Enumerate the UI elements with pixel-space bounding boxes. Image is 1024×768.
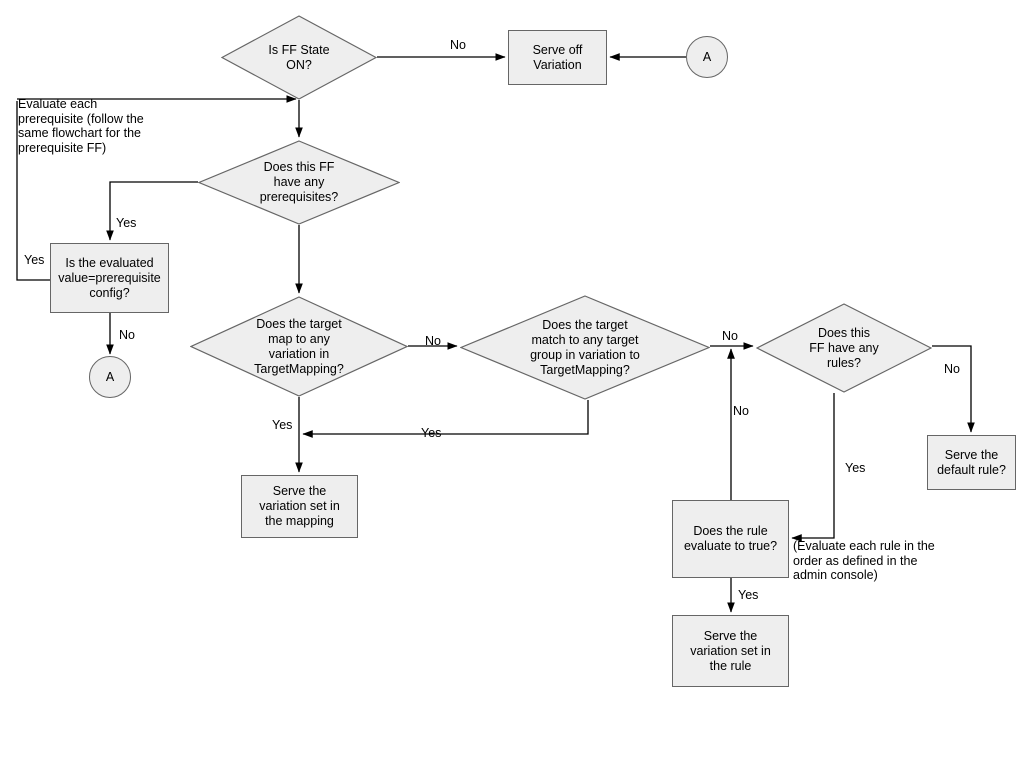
edge-label-evaluated-value-no: No bbox=[119, 328, 135, 342]
connector-a-top-label: A bbox=[702, 49, 712, 64]
note-prerequisite-evaluation: Evaluate each prerequisite (follow the s… bbox=[18, 97, 144, 155]
process-rule-evaluates-true[interactable]: Does the rule evaluate to true? bbox=[672, 500, 789, 578]
process-serve-variation-mapping-label: Serve the variation set in the mapping bbox=[259, 484, 340, 528]
edge-label-target-map-yes: Yes bbox=[272, 418, 293, 432]
decision-target-map-variation[interactable]: Does the target map to any variation in … bbox=[190, 296, 408, 397]
edge-label-prerequisites-yes: Yes bbox=[116, 216, 137, 230]
edge-label-ff-rules-yes: Yes bbox=[845, 461, 866, 475]
process-serve-variation-rule[interactable]: Serve the variation set in the rule bbox=[672, 615, 789, 687]
edge-label-ff-rules-no: No bbox=[944, 362, 960, 376]
process-serve-default-rule[interactable]: Serve the default rule? bbox=[927, 435, 1016, 490]
process-rule-evaluates-true-label: Does the rule evaluate to true? bbox=[683, 524, 778, 553]
edge-label-target-group-yes: Yes bbox=[421, 426, 442, 440]
edge-label-target-group-no: No bbox=[722, 329, 738, 343]
process-serve-default-rule-label: Serve the default rule? bbox=[937, 447, 1006, 477]
edge-label-rule-true-yes: Yes bbox=[738, 588, 759, 602]
decision-ff-state-on[interactable]: Is FF State ON? bbox=[221, 15, 377, 100]
edge-label-ff-state-no: No bbox=[450, 38, 466, 52]
edge-label-rule-true-no: No bbox=[733, 404, 749, 418]
process-evaluated-value-prerequisite-config-label: Is the evaluated value=prerequisite conf… bbox=[58, 255, 161, 300]
decision-target-group-variation[interactable]: Does the target match to any target grou… bbox=[460, 295, 710, 400]
process-serve-off-variation-label: Serve off Variation bbox=[532, 42, 583, 72]
process-serve-off-variation[interactable]: Serve off Variation bbox=[508, 30, 607, 85]
process-serve-variation-mapping[interactable]: Serve the variation set in the mapping bbox=[241, 475, 358, 538]
edge-label-prerequisite-loop-yes: Yes bbox=[24, 253, 45, 267]
edge-label-target-map-no: No bbox=[425, 334, 441, 348]
note-rule-evaluation-order: (Evaluate each rule in the order as defi… bbox=[793, 539, 935, 582]
decision-ff-has-rules-label: Does this FF have any rules? bbox=[809, 325, 879, 370]
decision-ff-has-rules[interactable]: Does this FF have any rules? bbox=[756, 303, 932, 393]
decision-ff-state-on-label: Is FF State ON? bbox=[268, 42, 330, 72]
connector-a-top[interactable]: A bbox=[686, 36, 728, 78]
connector-a-bottom[interactable]: A bbox=[89, 356, 131, 398]
connector-a-bottom-label: A bbox=[105, 369, 115, 384]
decision-has-prerequisites-label: Does this FF have any prerequisites? bbox=[259, 160, 339, 204]
decision-target-map-variation-label: Does the target map to any variation in … bbox=[254, 316, 344, 376]
decision-target-group-variation-label: Does the target match to any target grou… bbox=[530, 317, 640, 377]
process-serve-variation-rule-label: Serve the variation set in the rule bbox=[690, 628, 771, 673]
process-evaluated-value-prerequisite-config[interactable]: Is the evaluated value=prerequisite conf… bbox=[50, 243, 169, 313]
decision-has-prerequisites[interactable]: Does this FF have any prerequisites? bbox=[198, 140, 400, 225]
